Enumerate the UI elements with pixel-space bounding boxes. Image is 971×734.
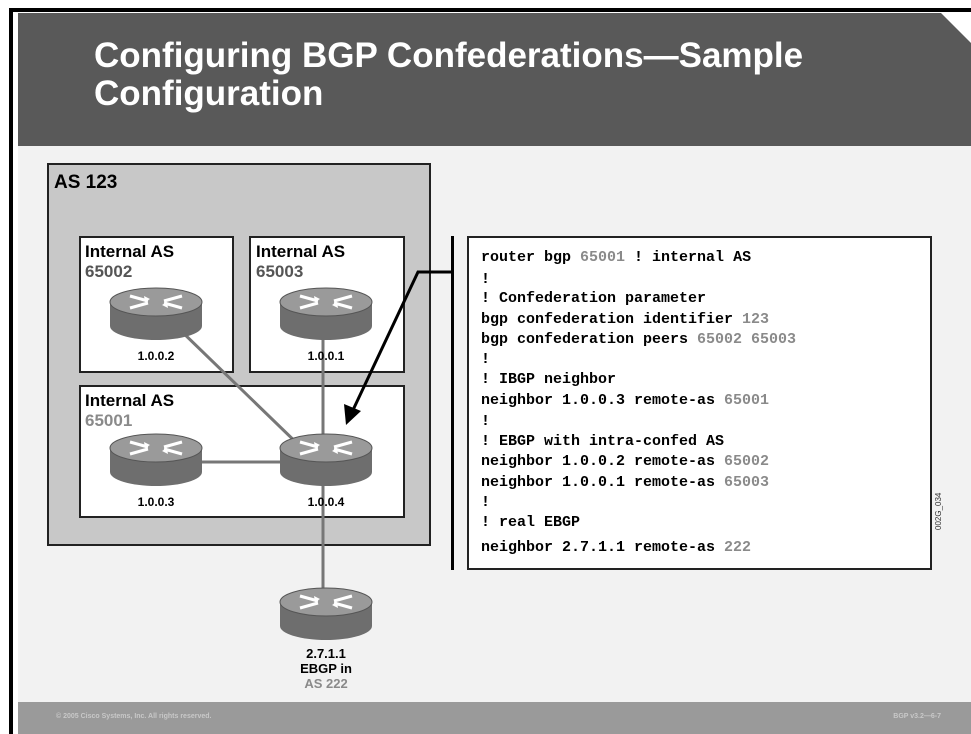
config-text: neighbor 1.0.0.1 remote-as <box>481 474 725 491</box>
config-value: 65002 <box>724 453 770 470</box>
config-line: router bgp 65001 ! internal AS <box>481 249 751 267</box>
config-value: 65003 <box>724 474 770 491</box>
config-line: ! Confederation parameter <box>481 290 706 308</box>
footer-course-id: BGP v3.2—6-7 <box>893 713 941 720</box>
config-line: ! EBGP with intra-confed AS <box>481 433 724 451</box>
config-line: ! <box>481 271 490 289</box>
figure-id: 002G_034 <box>934 492 943 530</box>
footer-copyright: © 2005 Cisco Systems, Inc. All rights re… <box>56 713 212 720</box>
config-text: ! EBGP with intra-confed AS <box>481 433 725 450</box>
config-value: 123 <box>742 311 770 328</box>
config-text: ! <box>481 494 491 511</box>
internal-as-65001-number: 65001 <box>85 411 133 430</box>
external-router-label: 2.7.1.1 EBGP in AS 222 <box>286 646 366 691</box>
router-label-1.0.0.2: 1.0.0.2 <box>137 349 175 363</box>
config-text: ! <box>481 413 491 430</box>
footer-bar: © 2005 Cisco Systems, Inc. All rights re… <box>18 702 971 734</box>
config-text: neighbor 1.0.0.3 remote-as <box>481 392 725 409</box>
config-text: router bgp <box>481 249 581 266</box>
slide-title: Configuring BGP Confederations—Sample Co… <box>94 37 944 113</box>
config-box <box>467 236 932 570</box>
config-line: ! <box>481 494 490 512</box>
external-router-as: AS 222 <box>304 676 348 691</box>
config-text: ! real EBGP <box>481 514 581 531</box>
router-label-1.0.0.3: 1.0.0.3 <box>137 495 175 509</box>
config-line: neighbor 1.0.0.1 remote-as 65003 <box>481 474 769 492</box>
router-1.0.0.3-icon <box>108 432 204 488</box>
config-line: neighbor 2.7.1.1 remote-as 222 <box>481 539 751 557</box>
internal-as-65003-number: 65003 <box>256 262 304 281</box>
config-line: bgp confederation identifier 123 <box>481 311 769 329</box>
config-text: ! <box>481 351 491 368</box>
config-text: ! IBGP neighbor <box>481 371 617 388</box>
config-text: ! internal AS <box>625 249 752 266</box>
config-text: ! Confederation parameter <box>481 290 707 307</box>
config-line: ! real EBGP <box>481 514 580 532</box>
config-line: neighbor 1.0.0.3 remote-as 65001 <box>481 392 769 410</box>
internal-as-65001-title: Internal AS <box>85 391 175 410</box>
router-label-1.0.0.4: 1.0.0.4 <box>307 495 345 509</box>
config-text: neighbor 1.0.0.2 remote-as <box>481 453 725 470</box>
title-bar <box>18 13 971 146</box>
internal-as-65002-number: 65002 <box>85 262 133 281</box>
router-1.0.0.1-icon <box>278 286 374 342</box>
config-value: 222 <box>724 539 752 556</box>
config-text: ! <box>481 271 491 288</box>
external-router-role: EBGP in <box>300 661 352 676</box>
link-lines <box>174 324 325 600</box>
router-1.0.0.2-icon <box>108 286 204 342</box>
config-line: ! IBGP neighbor <box>481 371 616 389</box>
page-corner <box>941 13 971 43</box>
external-router-ip: 2.7.1.1 <box>306 646 346 661</box>
title-line-2: Configuration <box>94 74 324 113</box>
title-line-1: Configuring BGP Confederations—Sample <box>94 36 804 75</box>
config-line: bgp confederation peers 65002 65003 <box>481 331 796 349</box>
config-text: bgp confederation peers <box>481 331 698 348</box>
config-left-bar <box>451 236 454 570</box>
config-value: 65002 65003 <box>697 331 797 348</box>
router-label-1.0.0.1: 1.0.0.1 <box>307 349 345 363</box>
pointer-arrow <box>344 270 451 425</box>
config-line: ! <box>481 413 490 431</box>
as-123-label: AS 123 <box>54 172 118 193</box>
internal-as-65003-title: Internal AS <box>256 242 346 261</box>
config-text: neighbor 2.7.1.1 remote-as <box>481 539 725 556</box>
config-value: 65001 <box>580 249 626 266</box>
config-line: ! <box>481 351 490 369</box>
config-value: 65001 <box>724 392 770 409</box>
config-text: bgp confederation identifier <box>481 311 743 328</box>
router-2.7.1.1-icon <box>278 586 374 642</box>
config-line: neighbor 1.0.0.2 remote-as 65002 <box>481 453 769 471</box>
internal-as-65002-title: Internal AS <box>85 242 175 261</box>
router-1.0.0.4-icon <box>278 432 374 488</box>
link-1.0.0.2-1.0.0.4 <box>174 324 308 454</box>
